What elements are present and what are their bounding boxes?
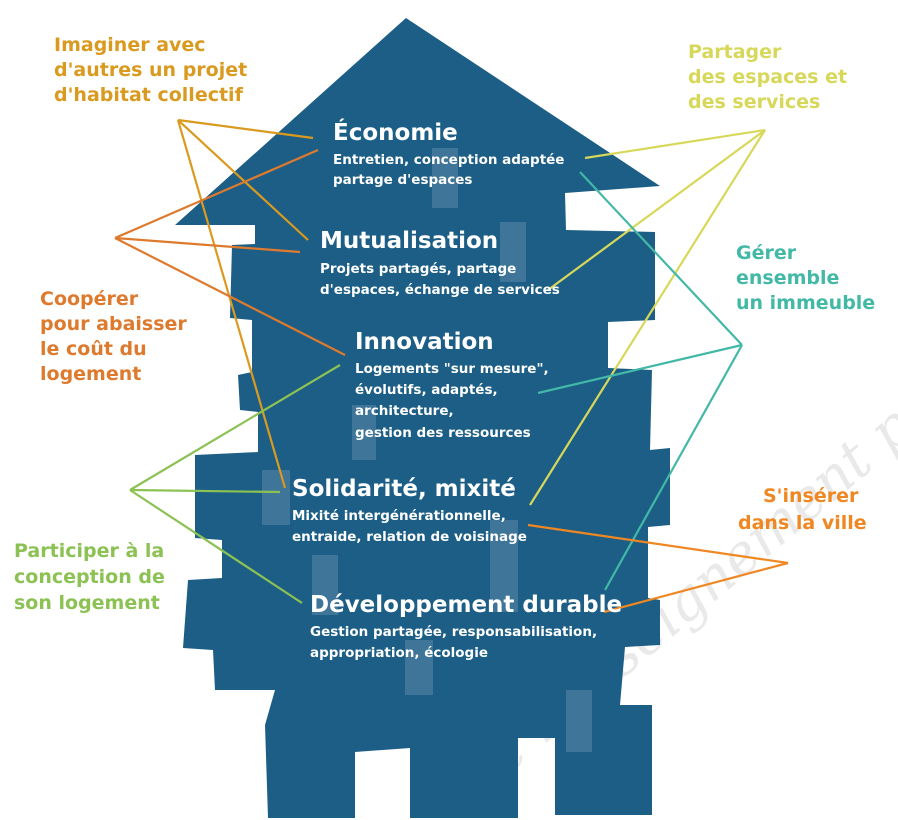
pillar-line: appropriation, écologie [310,645,488,661]
goal-line: un immeuble [736,292,875,314]
connector-lines [114,118,789,614]
window [262,470,290,525]
connector-line [584,128,766,160]
pillar-title: Économie [333,118,458,146]
goal-line: logement [40,363,141,385]
goal-line: d'autres un projet [54,59,247,81]
connector-line [603,561,789,614]
pillar-line: évolutifs, adaptés, [355,382,498,398]
connector-line [129,489,303,604]
window [432,148,458,208]
house-body [175,18,670,818]
pillar-solidarite: Solidarité, mixité Mixité intergénératio… [292,476,527,545]
window [490,520,518,612]
pillar-title: Développement durable [310,592,622,618]
goal-line: son logement [14,592,160,614]
goal-partager: Partager des espaces et des services [688,41,847,113]
pillar-line: Projets partagés, partage [320,261,516,277]
pillar-line: Entretien, conception adaptée [333,152,564,168]
goal-line: S'insérer [763,485,859,507]
goal-line: dans la ville [738,512,867,534]
pillar-title: Mutualisation [320,228,498,254]
partager-connectors [529,128,766,506]
pillar-line: Mixité intergénérationnelle, [292,508,506,524]
connector-line [537,343,743,395]
connector-line [176,119,287,489]
goal-cooperer: Coopérer pour abaisser le coût du logeme… [40,288,187,385]
connector-line [114,148,319,240]
window [500,222,526,282]
goal-line: ensemble [736,267,839,289]
connector-line [579,171,743,346]
house-windows [262,148,592,752]
connector-line [529,129,766,506]
goal-line: pour abaisser [40,313,187,335]
pillar-mutualisation: Mutualisation Projets partagés, partage … [320,228,560,298]
goal-line: Imaginer avec [54,34,206,56]
window [312,555,338,615]
goal-line: Partager [688,41,782,63]
pillar-line: entraide, relation de voisinage [292,529,527,545]
pillar-title: Solidarité, mixité [292,476,516,502]
window [566,690,592,752]
gerer-connectors [537,171,743,591]
pillar-developpement-durable: Développement durable Gestion partagée, … [310,592,622,661]
pillar-line: Gestion partagée, responsabilisation, [310,624,597,640]
participer-connectors [129,364,341,604]
house-shape [175,18,670,818]
pillar-innovation: Innovation Logements "sur mesure", évolu… [355,329,549,441]
goal-line: Participer à la [14,540,164,562]
goal-gerer: Gérer ensemble un immeuble [736,242,875,314]
connector-line [527,523,789,565]
imaginer-connectors [176,118,314,489]
pillar-line: architecture, [355,403,454,419]
goal-line: des services [688,91,820,113]
pillar-economie: Économie Entretien, conception adaptée p… [333,118,564,188]
connector-line [604,344,743,591]
goal-participer: Participer à la conception de son logeme… [14,540,165,614]
pillar-line: Logements "sur mesure", [355,361,549,377]
inserer-connectors [527,523,789,614]
goal-line: des espaces et [688,66,847,88]
connector-line [177,119,309,241]
goal-line: Coopérer [40,288,139,310]
cooperer-connectors [114,148,346,356]
connector-line [129,488,281,494]
goal-inserer: S'insérer dans la ville [738,485,867,534]
pillar-line: partage d'espaces [333,172,472,188]
goal-line: le coût du [40,338,147,360]
window [405,640,433,695]
pillar-title: Innovation [355,329,494,355]
goal-line: d'habitat collectif [54,84,244,106]
connector-line [547,129,766,291]
connector-line [114,236,301,254]
goal-line: Gérer [736,242,797,264]
connector-line [114,237,346,356]
pillar-line: gestion des ressources [355,425,531,441]
connector-line [129,364,341,491]
goal-line: conception de [14,566,165,588]
pillar-line: d'espaces, échange de services [320,282,560,298]
goal-imaginer: Imaginer avec d'autres un projet d'habit… [54,34,247,106]
window [352,405,376,460]
connector-line [177,118,314,140]
